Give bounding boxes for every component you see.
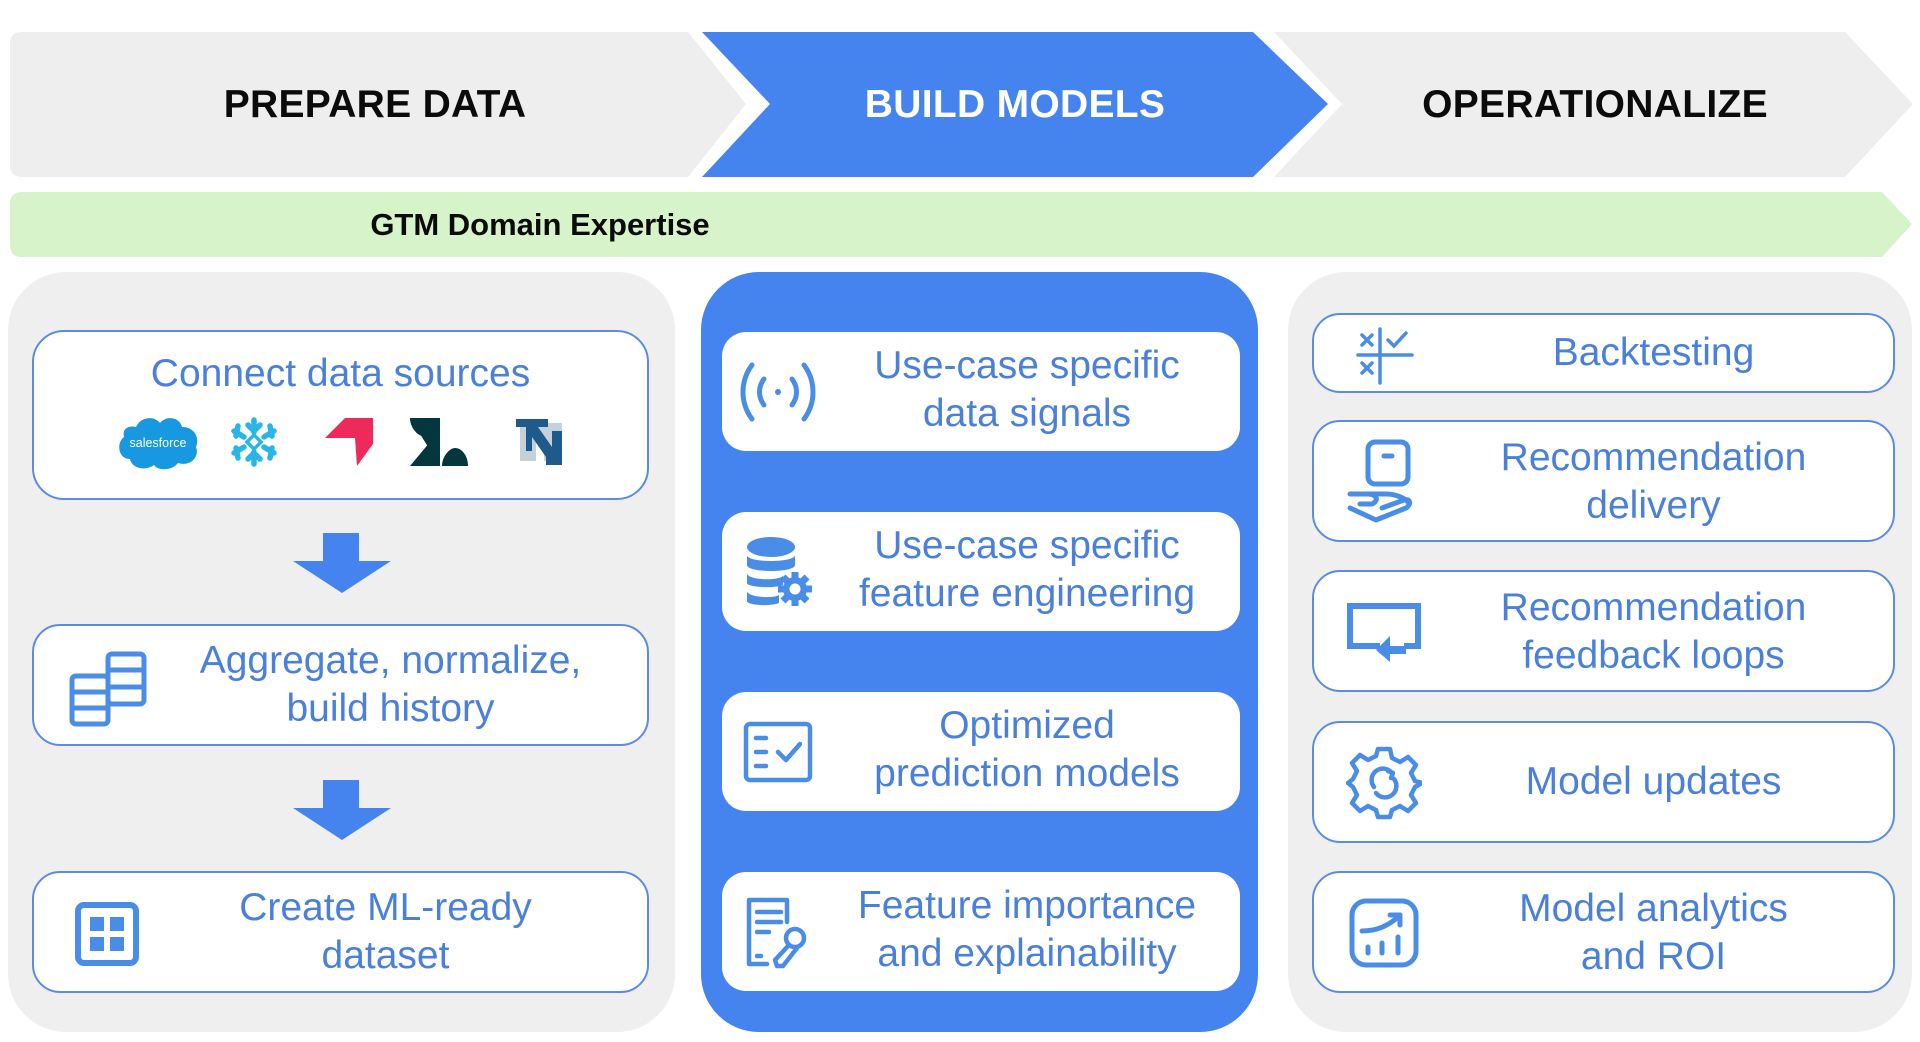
create-line1: Create ML-ready xyxy=(239,886,532,929)
model-analytics-line2: and ROI xyxy=(1580,935,1727,978)
signal-icon xyxy=(736,352,820,432)
database-gear-icon xyxy=(736,532,820,612)
down-arrow-icon xyxy=(293,533,391,593)
recommendation-delivery-card: Recommendation delivery xyxy=(1312,420,1895,542)
salesforce-logo-text: salesforce xyxy=(130,436,187,450)
domain-band-shape xyxy=(10,192,1912,257)
feature-engineering-card: Use-case specific feature engineering xyxy=(722,512,1240,631)
aggregate-line1: Aggregate, normalize, xyxy=(199,639,582,682)
stage-build-shape xyxy=(702,32,1328,177)
feature-importance-line1: Feature importance xyxy=(857,884,1197,927)
outreach-logo-icon xyxy=(319,412,379,472)
stage-operationalize: OPERATIONALIZE xyxy=(1422,82,1768,126)
data-signals-text: Use-case specific data signals xyxy=(822,342,1232,438)
data-signals-line1: Use-case specific xyxy=(874,344,1180,387)
feature-engineering-text: Use-case specific feature engineering xyxy=(822,522,1232,618)
model-analytics-line1: Model analytics xyxy=(1519,887,1788,930)
feature-importance-card: Feature importance and explainability xyxy=(722,872,1240,991)
analytics-chart-icon xyxy=(1344,893,1424,973)
backtesting-card: Backtesting xyxy=(1312,313,1895,393)
create-ml-dataset-card: Create ML-ready dataset xyxy=(32,871,649,993)
aggregate-normalize-text: Aggregate, normalize, build history xyxy=(154,637,627,733)
create-line2: dataset xyxy=(321,934,450,977)
feature-importance-line2: and explainability xyxy=(877,932,1177,975)
create-ml-dataset-text: Create ML-ready dataset xyxy=(144,884,627,980)
checklist-icon xyxy=(736,712,820,792)
domain-expertise-band: GTM Domain Expertise xyxy=(10,192,1920,257)
recommendation-delivery-line2: delivery xyxy=(1586,484,1721,527)
document-key-icon xyxy=(736,892,820,972)
prediction-models-line1: Optimized xyxy=(939,704,1115,747)
snowflake-logo-icon xyxy=(224,412,284,472)
model-analytics-text: Model analytics and ROI xyxy=(1424,885,1883,981)
aggregate-normalize-card: Aggregate, normalize, build history xyxy=(32,624,649,746)
connect-data-sources-card: Connect data sources salesforce xyxy=(32,330,649,500)
netsuite-logo-icon xyxy=(512,412,568,472)
prediction-models-card: Optimized prediction models xyxy=(722,692,1240,811)
stage-header: PREPARE DATA BUILD MODELS OPERATIONALIZE xyxy=(0,0,1920,257)
data-signals-line2: data signals xyxy=(922,392,1132,435)
feedback-loops-line1: Recommendation xyxy=(1500,586,1807,629)
domain-expertise-label: GTM Domain Expertise xyxy=(370,206,710,242)
feedback-loop-icon xyxy=(1344,592,1424,672)
stage-build-models: BUILD MODELS xyxy=(864,82,1166,126)
recommendation-delivery-line1: Recommendation xyxy=(1500,436,1807,479)
down-arrow-icon xyxy=(293,780,391,840)
prediction-models-text: Optimized prediction models xyxy=(822,702,1232,798)
feature-engineering-line2: feature engineering xyxy=(858,572,1196,615)
feature-engineering-line1: Use-case specific xyxy=(874,524,1180,567)
data-signals-card: Use-case specific data signals xyxy=(722,332,1240,451)
data-source-logos: salesforce xyxy=(34,412,647,472)
feedback-loops-text: Recommendation feedback loops xyxy=(1424,584,1883,680)
stage-prepare-shape xyxy=(10,32,746,177)
stage-chevrons xyxy=(10,32,1913,257)
model-analytics-card: Model analytics and ROI xyxy=(1312,871,1895,993)
backtesting-text: Backtesting xyxy=(1424,329,1883,377)
tic-tac-toe-icon xyxy=(1344,315,1424,395)
dataset-grid-icon xyxy=(72,894,142,974)
model-updates-card: Model updates xyxy=(1312,721,1895,843)
backtesting-line1: Backtesting xyxy=(1552,331,1755,374)
hand-delivery-icon xyxy=(1344,436,1424,528)
model-updates-text: Model updates xyxy=(1424,758,1883,806)
prediction-models-line2: prediction models xyxy=(874,752,1180,795)
salesforce-logo-icon: salesforce xyxy=(114,412,202,472)
feature-importance-text: Feature importance and explainability xyxy=(822,882,1232,978)
feedback-loops-card: Recommendation feedback loops xyxy=(1312,570,1895,692)
stage-prepare-data: PREPARE DATA xyxy=(223,82,527,126)
connect-data-sources-title: Connect data sources xyxy=(150,352,531,395)
feedback-loops-line2: feedback loops xyxy=(1522,634,1785,677)
stage-oper-shape xyxy=(1274,32,1913,177)
gear-refresh-icon xyxy=(1344,743,1424,823)
aggregate-line2: build history xyxy=(286,687,495,730)
recommendation-delivery-text: Recommendation delivery xyxy=(1424,434,1883,530)
stacked-tables-icon xyxy=(68,648,148,728)
model-updates-line1: Model updates xyxy=(1525,760,1782,803)
zendesk-logo-icon xyxy=(406,412,472,472)
